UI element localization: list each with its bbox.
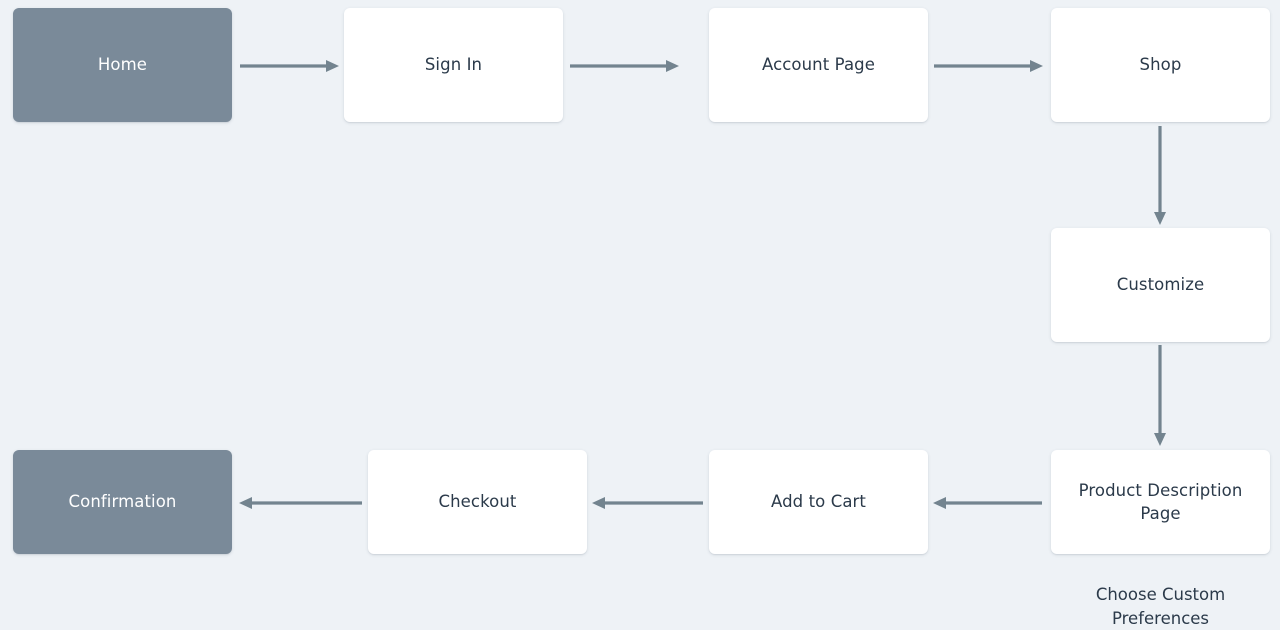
node-add-to-cart-label: Add to Cart xyxy=(771,492,866,512)
edge-sign-in-to-account xyxy=(570,60,679,72)
node-add-to-cart[interactable]: Add to Cart xyxy=(709,450,928,554)
node-checkout-label: Checkout xyxy=(438,492,517,512)
node-checkout[interactable]: Checkout xyxy=(368,450,587,554)
node-account-page[interactable]: Account Page xyxy=(709,8,928,122)
node-shop-label: Shop xyxy=(1139,55,1182,75)
edge-shop-to-customize xyxy=(1154,126,1166,225)
edge-customize-to-pdp xyxy=(1154,345,1166,446)
node-sign-in-label: Sign In xyxy=(424,55,483,75)
node-confirmation-label: Confirmation xyxy=(68,492,177,512)
edge-add-to-cart-to-checkout xyxy=(592,497,703,509)
caption-choose-custom-preferences-text: Choose Custom Preferences xyxy=(1095,585,1226,628)
edge-pdp-to-add-to-cart xyxy=(933,497,1042,509)
node-customize[interactable]: Customize xyxy=(1051,228,1270,342)
node-shop[interactable]: Shop xyxy=(1051,8,1270,122)
node-sign-in[interactable]: Sign In xyxy=(344,8,563,122)
edge-account-to-shop xyxy=(934,60,1043,72)
node-account-page-label: Account Page xyxy=(761,55,875,75)
caption-choose-custom-preferences: Choose Custom Preferences xyxy=(1051,560,1270,630)
node-home-label: Home xyxy=(97,55,148,75)
edge-home-to-sign-in xyxy=(240,60,339,72)
node-product-description-page-label: Product Description Page xyxy=(1078,480,1243,523)
node-confirmation[interactable]: Confirmation xyxy=(13,450,232,554)
edge-checkout-to-confirmation xyxy=(239,497,362,509)
node-customize-label: Customize xyxy=(1116,275,1205,295)
node-product-description-page[interactable]: Product Description Page xyxy=(1051,450,1270,554)
node-home[interactable]: Home xyxy=(13,8,232,122)
